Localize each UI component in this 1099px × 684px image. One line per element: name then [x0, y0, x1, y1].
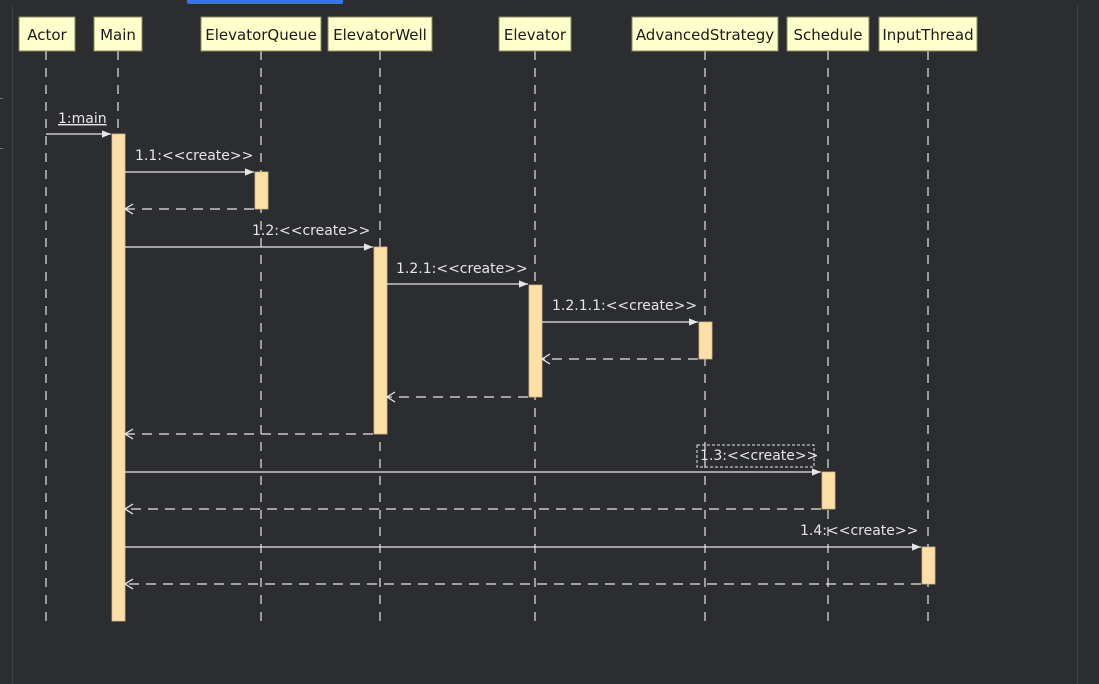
participant-label: ElevatorWell — [333, 26, 427, 44]
message-label[interactable]: 1.2:<<create>> — [252, 223, 370, 239]
message-label[interactable]: 1.2.1:<<create>> — [396, 261, 528, 277]
participant-box — [93, 16, 143, 52]
return-arrowhead — [385, 391, 396, 403]
participant-label: Actor — [27, 26, 67, 44]
return-arrowhead — [123, 578, 134, 590]
message-label[interactable]: 1.1:<<create>> — [135, 148, 253, 164]
participant-box — [786, 16, 870, 52]
participant-box — [327, 16, 433, 52]
participant-well[interactable]: ElevatorWell — [327, 16, 433, 52]
activation-bar-input — [921, 546, 936, 585]
message-label[interactable]: 1.4:<<create>> — [800, 523, 918, 539]
participant-main[interactable]: Main — [93, 16, 143, 52]
gutter-tick — [0, 98, 3, 99]
selection-outline — [696, 444, 815, 468]
active-tab-indicator[interactable] — [187, 0, 343, 4]
message-label[interactable]: 1.2.1.1:<<create>> — [552, 298, 697, 314]
message-label[interactable]: 1:main — [58, 111, 107, 127]
activation-bar-strategy — [698, 321, 713, 360]
participant-box — [18, 16, 76, 52]
activation-bar-elevator — [528, 284, 543, 398]
participant-actor[interactable]: Actor — [18, 16, 76, 52]
left-panel-edge — [12, 5, 13, 684]
participant-label: ElevatorQueue — [205, 26, 316, 44]
return-arrowhead — [123, 503, 134, 515]
participant-label: InputThread — [882, 26, 973, 44]
participant-schedule[interactable]: Schedule — [786, 16, 870, 52]
activation-bar-main — [111, 133, 126, 622]
participant-box — [631, 16, 779, 52]
participant-elevator[interactable]: Elevator — [498, 16, 572, 52]
participant-strategy[interactable]: AdvancedStrategy — [631, 16, 779, 52]
gutter-tick — [0, 148, 3, 149]
return-arrowhead — [540, 353, 551, 365]
participant-box — [200, 16, 322, 52]
participant-box — [878, 16, 978, 52]
return-arrowhead — [123, 428, 134, 440]
participant-label: Main — [100, 26, 136, 44]
editor-top-bar — [0, 0, 1099, 5]
right-panel-edge — [1077, 5, 1078, 684]
participant-box — [498, 16, 572, 52]
return-arrowhead — [123, 203, 134, 215]
participant-label: Schedule — [794, 26, 863, 44]
activation-bar-well — [373, 246, 388, 435]
participant-label: AdvancedStrategy — [636, 26, 774, 44]
activation-bar-schedule — [821, 471, 836, 510]
participant-label: Elevator — [504, 26, 567, 44]
activation-bar-queue — [254, 171, 269, 210]
participant-queue[interactable]: ElevatorQueue — [200, 16, 322, 52]
message-label[interactable]: 1.3:<<create>> — [700, 448, 818, 464]
participant-input[interactable]: InputThread — [878, 16, 978, 52]
